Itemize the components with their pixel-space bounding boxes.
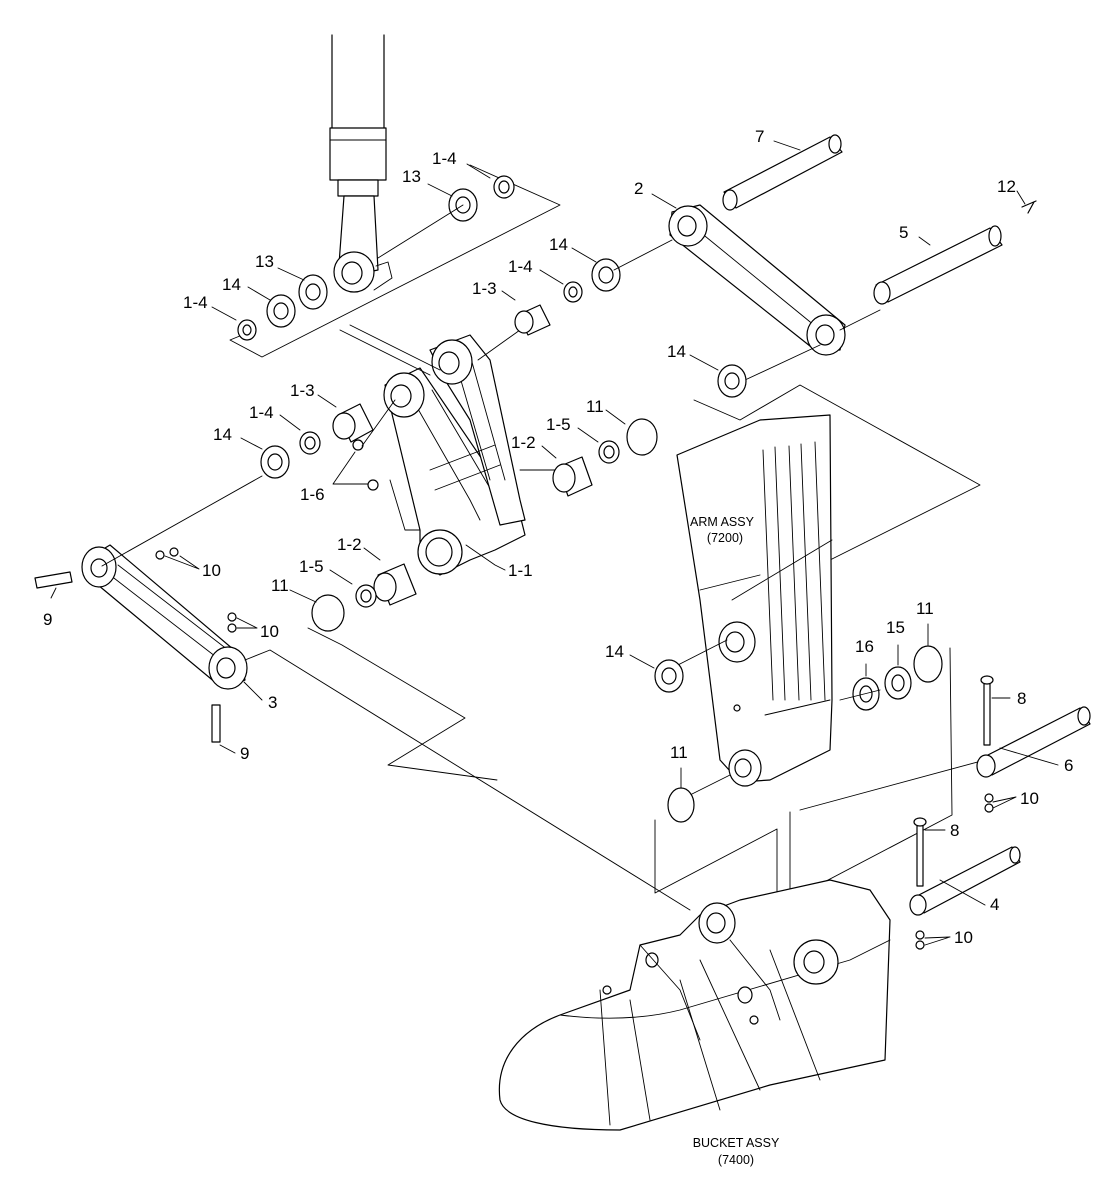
pins-7-5-12	[722, 134, 1037, 305]
arm-assy-title: ARM ASSY	[690, 515, 755, 529]
link-assembly-1-1	[339, 324, 561, 576]
callout-1-1: 1-1	[508, 561, 533, 580]
callout-10-c: 10	[1020, 789, 1039, 808]
callout-1-5-bot: 1-5	[299, 557, 324, 576]
callout-10-d: 10	[954, 928, 973, 947]
callout-6: 6	[1064, 756, 1073, 775]
top-washer-group	[229, 164, 561, 358]
callout-2: 2	[634, 179, 643, 198]
callout-1-4-mid: 1-4	[249, 403, 274, 422]
callout-15: 15	[886, 618, 905, 637]
callout-4: 4	[990, 895, 999, 914]
callout-1-4-mid-top: 1-4	[508, 257, 533, 276]
callout-11-arm: 11	[670, 743, 688, 762]
callout-8-a: 8	[1017, 689, 1026, 708]
arm-assy-code: (7200)	[707, 531, 743, 545]
callout-14-right-top: 14	[667, 342, 686, 361]
callout-13-left: 13	[255, 252, 274, 271]
callout-1-6: 1-6	[300, 485, 325, 504]
callout-1-4-left-top: 1-4	[183, 293, 208, 312]
callout-1-4-top: 1-4	[432, 149, 457, 168]
callout-14-mid-top: 14	[549, 235, 568, 254]
bucket-assy-code: (7400)	[718, 1153, 754, 1167]
callout-13-top: 13	[402, 167, 421, 186]
pins-6-4	[909, 675, 1091, 950]
callout-1-5-top: 1-5	[546, 415, 571, 434]
arm-assy	[671, 414, 833, 801]
callout-12: 12	[997, 177, 1016, 196]
callout-10-a: 10	[202, 561, 221, 580]
callout-16: 16	[855, 637, 874, 656]
callout-7: 7	[755, 127, 764, 146]
callout-11-left: 11	[271, 576, 289, 595]
callout-3: 3	[268, 693, 277, 712]
callout-14-mid: 14	[213, 425, 232, 444]
callout-labels: 1-4 13 7 2 12 5 13 14 1-4 14 1-4 1-3 14 …	[43, 127, 1073, 947]
callout-11-top: 11	[586, 397, 604, 416]
callout-1-2-top: 1-2	[511, 433, 536, 452]
bucket-cylinder-rod	[329, 34, 393, 293]
assembly-captions: ARM ASSY (7200) BUCKET ASSY (7400)	[690, 515, 780, 1167]
callout-5: 5	[899, 223, 908, 242]
arm-washers	[654, 645, 986, 986]
callout-9-b: 9	[240, 744, 249, 763]
callout-1-3-mid: 1-3	[290, 381, 315, 400]
callout-9-a: 9	[43, 610, 52, 629]
link-bushings	[260, 239, 673, 781]
bucket-assy-title: BUCKET ASSY	[693, 1136, 780, 1150]
bucket-assy	[498, 879, 891, 1131]
guide-link-3	[34, 475, 691, 911]
callout-14-left-top: 14	[222, 275, 241, 294]
callout-8-b: 8	[950, 821, 959, 840]
link-2	[668, 204, 881, 381]
callout-leaders	[50, 140, 1059, 946]
right-washer-frame	[693, 364, 981, 581]
callout-11-right: 11	[916, 599, 934, 618]
callout-10-b: 10	[260, 622, 279, 641]
callout-1-2-bot: 1-2	[337, 535, 362, 554]
callout-1-3-top: 1-3	[472, 279, 497, 298]
callout-14-arm: 14	[605, 642, 624, 661]
